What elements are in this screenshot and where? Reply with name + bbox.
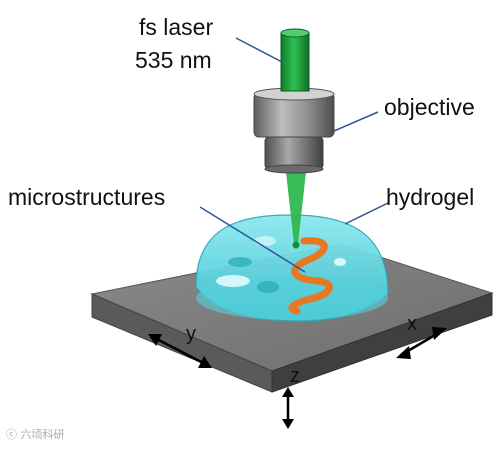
bubble (254, 236, 276, 246)
microstructure-zigzag (288, 237, 333, 315)
axis-x: x (396, 313, 447, 359)
laser-beam (286, 172, 306, 244)
y-arrow-head-start (148, 334, 162, 346)
watermark-logo: ⓒ 六顷科研 (6, 428, 65, 441)
x-arrow-head-start (396, 346, 411, 359)
objective-lower-body (264, 136, 324, 170)
y-arrow-shaft (152, 335, 208, 367)
leader-line-laser (235, 37, 283, 63)
bubble (216, 275, 250, 287)
x-arrow-head-end (432, 327, 447, 340)
axis-z: z (282, 365, 300, 429)
leader-line-microstructures (199, 206, 306, 273)
label-hydrogel: hydrogel (386, 184, 475, 210)
x-axis-label: x (407, 313, 417, 335)
bubble (334, 258, 346, 266)
dome-base (196, 276, 388, 320)
y-arrow-head-end (198, 356, 212, 368)
leader-line-objective (333, 111, 379, 132)
laser-cylinder (280, 32, 310, 92)
y-axis-label: y (186, 323, 196, 345)
z-arrow-head-bottom (282, 419, 294, 429)
leader-line-hydrogel (344, 202, 389, 225)
label-laser-line2: 535 nm (135, 47, 212, 73)
substrate-front-right (271, 292, 493, 393)
axis-y: y (148, 323, 212, 368)
objective-lens (253, 87, 335, 174)
objective-lens-tip (264, 164, 324, 174)
label-objective: objective (384, 94, 475, 120)
bubble (228, 257, 252, 267)
bubble (257, 281, 279, 293)
focal-spot (292, 241, 300, 249)
label-microstructures: microstructures (8, 184, 166, 210)
fs-laser (280, 28, 310, 92)
z-axis-label: z (290, 365, 300, 387)
z-arrow-head-top (282, 387, 294, 397)
laser-cylinder-top (280, 28, 310, 38)
label-laser-line1: fs laser (139, 14, 214, 40)
